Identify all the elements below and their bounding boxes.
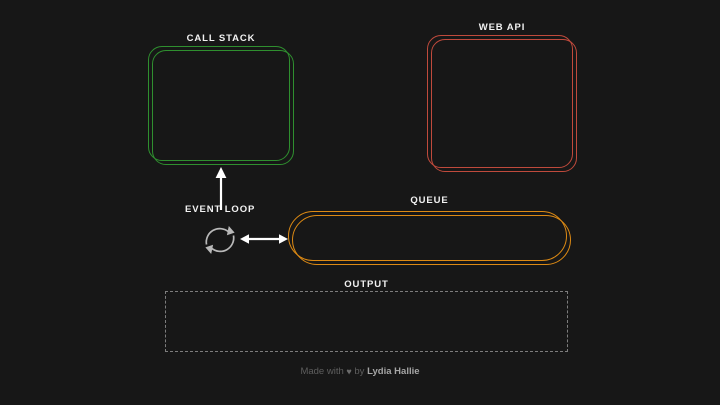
call-stack-outer-outline (152, 50, 294, 165)
queue-title: QUEUE (410, 195, 449, 206)
heart-icon: ♥ (346, 366, 352, 377)
footer-prefix: Made with (300, 366, 344, 377)
queue-panel (288, 211, 571, 265)
footer-author: Lydia Hallie (367, 366, 420, 377)
call-stack-title: CALL STACK (186, 33, 256, 44)
web-api-panel (427, 35, 577, 172)
event-loop-title: EVENT LOOP (185, 204, 256, 215)
web-api-outer-outline (431, 39, 577, 172)
queue-inner-outline (288, 211, 567, 261)
web-api-inner-outline (427, 35, 573, 168)
arrow-up-icon (215, 167, 227, 210)
footer-by: by (354, 366, 365, 377)
circular-refresh-icon (205, 226, 235, 254)
output-title: OUTPUT (344, 279, 389, 290)
web-api-title: WEB API (478, 22, 526, 33)
call-stack-inner-outline (148, 46, 290, 161)
footer-credit: Made with ♥ by Lydia Hallie (0, 366, 720, 379)
arrow-left-right-icon (240, 234, 288, 244)
output-panel (165, 291, 568, 352)
call-stack-panel (148, 46, 294, 165)
